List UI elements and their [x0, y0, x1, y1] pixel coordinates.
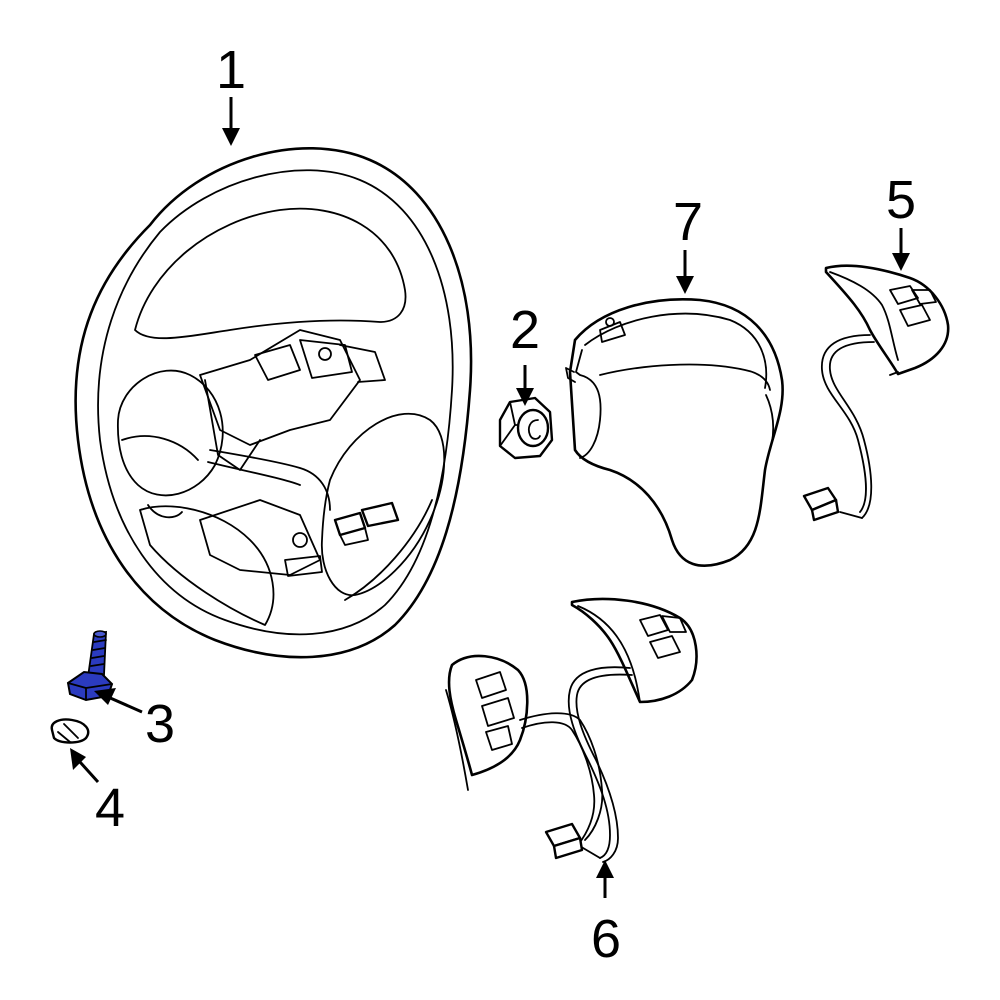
clip-part[interactable] [50, 718, 90, 744]
callout-arrows [70, 97, 910, 898]
callout-1: 1 [216, 40, 246, 100]
callout-2: 2 [510, 300, 540, 360]
callout-5: 5 [886, 170, 916, 230]
steering-wheel-part[interactable] [74, 147, 473, 659]
callout-4: 4 [95, 778, 125, 838]
airbag-cover-part[interactable] [565, 298, 784, 568]
callout-6: 6 [591, 909, 621, 969]
callout-7: 7 [673, 192, 703, 252]
bolt-part[interactable] [66, 630, 114, 702]
callout-3: 3 [145, 694, 175, 754]
callout-labels: 1 2 7 5 3 4 6 [95, 40, 916, 969]
nut-part[interactable] [498, 396, 554, 460]
switch-assembly-pair-part[interactable] [445, 597, 698, 863]
switch-assembly-part[interactable] [802, 264, 950, 522]
